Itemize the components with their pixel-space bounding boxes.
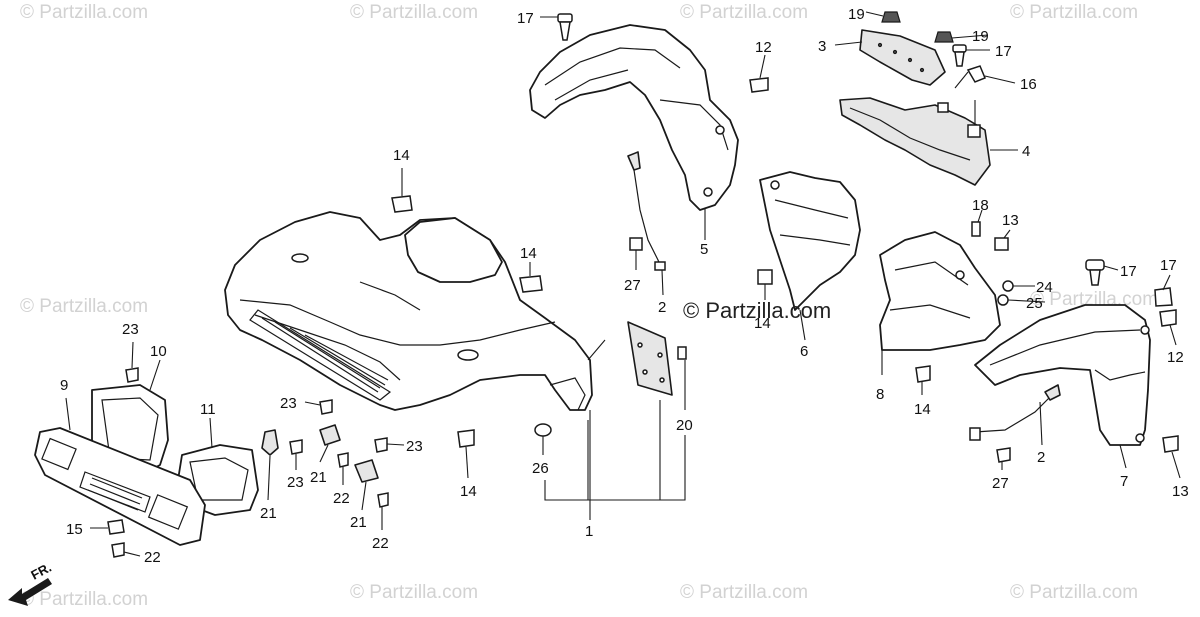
callout-24: 24 — [1036, 279, 1053, 296]
callout-23: 23 — [122, 321, 139, 338]
part-7-fender — [974, 304, 1151, 446]
callout-18: 18 — [972, 197, 989, 214]
callout-10: 10 — [150, 343, 167, 360]
part-5-inner-fender — [529, 24, 739, 211]
callout-4: 4 — [1022, 143, 1030, 160]
callout-16: 16 — [1020, 76, 1037, 93]
callout-3: 3 — [818, 38, 826, 55]
clip-21-mid — [319, 424, 341, 446]
callout-23: 23 — [280, 395, 297, 412]
watermark: © Partzilla.com — [1010, 582, 1138, 603]
part-6-inner-fender — [759, 171, 861, 311]
watermark: © Partzilla.com — [20, 296, 148, 317]
watermark: © Partzilla.com — [20, 589, 148, 610]
part-1-front-fender — [224, 211, 593, 411]
callout-21: 21 — [260, 505, 277, 522]
callout-17: 17 — [995, 43, 1012, 60]
part-2-stay-right — [969, 384, 1061, 441]
callout-labels: 17 19 3 19 17 12 16 4 14 5 18 13 14 27 2… — [60, 6, 1189, 566]
callout-27: 27 — [624, 277, 641, 294]
watermarks: © Partzilla.com © Partzilla.com © Partzi… — [20, 2, 1158, 610]
callout-17: 17 — [1160, 257, 1177, 274]
callout-8: 8 — [876, 386, 884, 403]
callout-1: 1 — [585, 523, 593, 540]
callout-15: 15 — [66, 521, 83, 538]
part-9-grille — [34, 427, 206, 546]
part-20-plate — [627, 321, 687, 396]
callout-17: 17 — [517, 10, 534, 27]
callout-14: 14 — [914, 401, 931, 418]
leader-lines — [65, 11, 1181, 557]
front-label: FR. — [28, 560, 54, 583]
callout-19: 19 — [972, 28, 989, 45]
part-3-bracket — [859, 29, 946, 86]
part-4-splash-panel — [839, 97, 991, 186]
callout-9: 9 — [60, 377, 68, 394]
watermark: © Partzilla.com — [350, 582, 478, 603]
callout-13: 13 — [1172, 483, 1189, 500]
callout-14: 14 — [393, 147, 410, 164]
part-2-stay-left — [627, 151, 666, 271]
callout-12: 12 — [755, 39, 772, 56]
callout-26: 26 — [532, 460, 549, 477]
callout-21: 21 — [310, 469, 327, 486]
callout-11: 11 — [200, 401, 216, 418]
part-8-inner-fender — [879, 231, 1001, 351]
callout-7: 7 — [1120, 473, 1128, 490]
callout-17: 17 — [1120, 263, 1137, 280]
callout-22: 22 — [144, 549, 161, 566]
callout-13: 13 — [1002, 212, 1019, 229]
callout-21: 21 — [350, 514, 367, 531]
center-watermark: © Partzilla.com — [683, 298, 831, 323]
callout-20: 20 — [676, 417, 693, 434]
callout-22: 22 — [372, 535, 389, 552]
clip-21-right — [354, 459, 379, 483]
callout-23: 23 — [406, 438, 423, 455]
callout-22: 22 — [333, 490, 350, 507]
callout-25: 25 — [1026, 295, 1043, 312]
callout-14: 14 — [754, 315, 771, 332]
watermark: © Partzilla.com — [680, 582, 808, 603]
clip-21-left — [261, 429, 279, 456]
callout-27: 27 — [992, 475, 1009, 492]
callout-5: 5 — [700, 241, 708, 258]
watermark: © Partzilla.com — [20, 2, 148, 23]
callout-6: 6 — [800, 343, 808, 360]
callout-19: 19 — [848, 6, 865, 23]
callout-2: 2 — [1037, 449, 1045, 466]
watermark: © Partzilla.com — [1010, 2, 1138, 23]
callout-14: 14 — [460, 483, 477, 500]
callout-23: 23 — [287, 474, 304, 491]
callout-12: 12 — [1167, 349, 1184, 366]
watermark: © Partzilla.com — [680, 2, 808, 23]
callout-14: 14 — [520, 245, 537, 262]
callout-2: 2 — [658, 299, 666, 316]
watermark: © Partzilla.com — [350, 2, 478, 23]
